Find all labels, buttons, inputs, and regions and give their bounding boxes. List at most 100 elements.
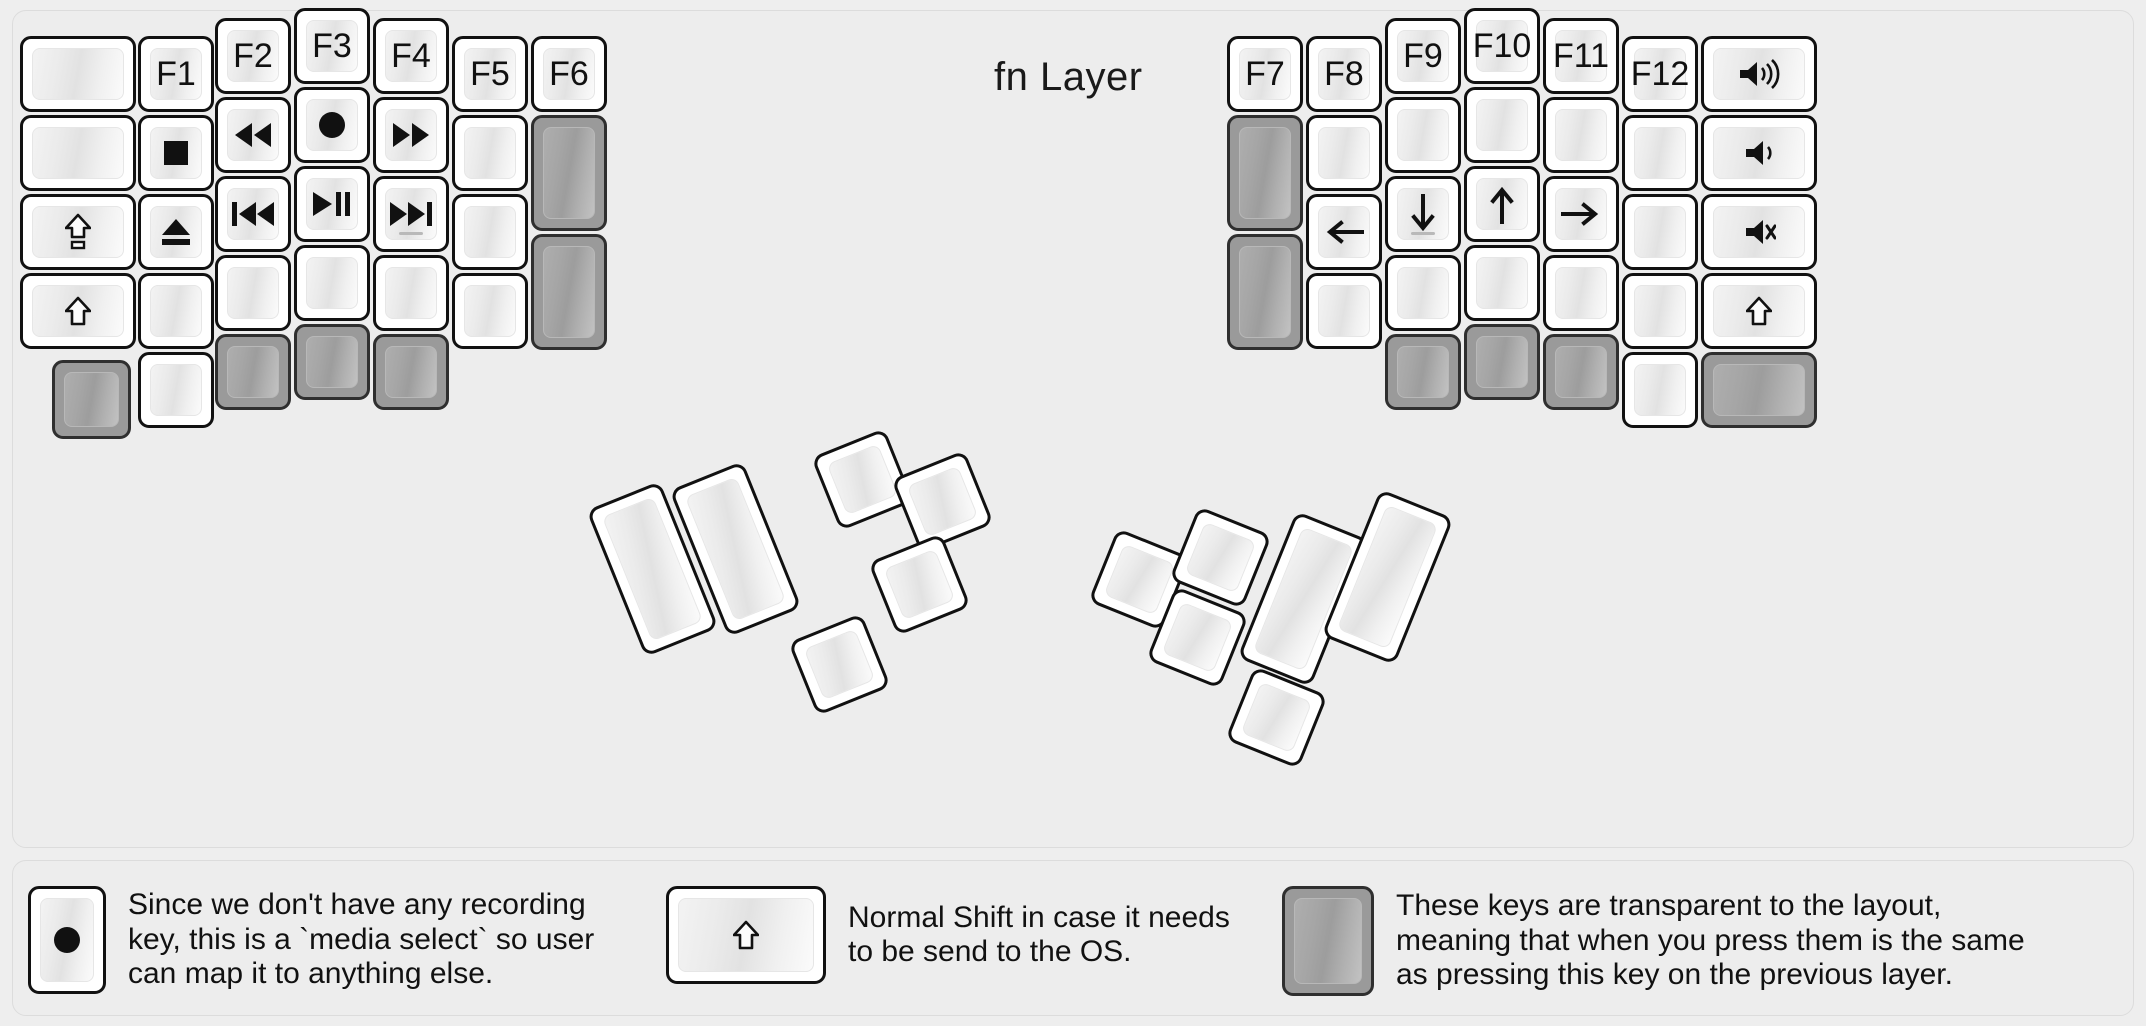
right-col-index-inner-key-2[interactable] [1306,194,1382,270]
legend-item-text-2: These keys are transparent to the layout… [1396,889,2025,992]
record-dot-icon [52,925,82,955]
left-col-ring-key-4[interactable] [215,334,291,410]
right-col-pinky-key-3[interactable] [1622,273,1698,349]
key-label: F9 [1403,37,1443,75]
right-col-middle-key-0[interactable]: F10 [1464,8,1540,84]
right-col-pinky-outer-key-2[interactable] [1701,194,1817,270]
right-col-inner-key-2[interactable] [1227,234,1303,350]
keycap-surface [306,257,358,309]
left-col-middle-key-0[interactable]: F3 [294,8,370,84]
keycap-surface: F6 [543,48,595,100]
right-col-index-key-2[interactable] [1385,176,1461,252]
left-col-pinky-key-0[interactable]: F1 [138,36,214,112]
left-col-pinky-key-2[interactable] [138,194,214,270]
right-col-ring-key-2[interactable] [1543,176,1619,252]
keycap-surface [1397,267,1449,319]
key-label: F3 [312,27,352,65]
right-col-pinky-key-0[interactable]: F12 [1622,36,1698,112]
keycap-surface [464,206,516,258]
right-col-index-key-0[interactable]: F9 [1385,18,1461,94]
media-stop-icon [163,140,189,166]
keycap-surface [40,898,94,982]
left-col-pinky-outer-key-2[interactable] [20,194,136,270]
right-col-pinky-key-2[interactable] [1622,194,1698,270]
left-col-index-inner-key-0[interactable]: F5 [452,36,528,112]
keycap-surface: F3 [306,20,358,72]
keycap-surface [1476,336,1528,388]
left-col-ring-key-1[interactable] [215,97,291,173]
key-label: F12 [1630,55,1690,93]
right-col-index-key-3[interactable] [1385,255,1461,331]
right-col-middle-key-1[interactable] [1464,87,1540,163]
left-col-pinky-key-4[interactable] [138,352,214,428]
right-col-index-key-4[interactable] [1385,334,1461,410]
left-col-index-inner-key-1[interactable] [452,115,528,191]
legend-sample-key-2 [1282,886,1374,996]
keycap-surface [1634,206,1686,258]
left-col-index-key-1[interactable] [373,97,449,173]
keycap-surface [543,127,595,219]
left-col-inner-key-1[interactable] [531,115,607,231]
right-col-index-inner-key-1[interactable] [1306,115,1382,191]
keycap-surface [1634,127,1686,179]
right-col-pinky-outer-key-4[interactable] [1701,352,1817,428]
extra-marker [1411,232,1435,235]
arrow-left-icon [1324,219,1364,245]
keycap-surface [803,628,876,701]
right-col-index-inner-key-0[interactable]: F8 [1306,36,1382,112]
left-col-pinky-key-3[interactable] [138,273,214,349]
keycap-surface: F2 [227,30,279,82]
left-col-index-inner-key-3[interactable] [452,273,528,349]
left-col-pinky-outer-key-1[interactable] [20,115,136,191]
right-col-middle-key-2[interactable] [1464,166,1540,242]
right-col-inner-key-1[interactable] [1227,115,1303,231]
left-col-pinky-outer-key-0[interactable] [20,36,136,112]
right-col-pinky-key-1[interactable] [1622,115,1698,191]
keycap-surface [826,443,899,516]
keycap-surface [1555,188,1607,240]
keycap-surface [1476,99,1528,151]
keycap-surface [1103,543,1176,616]
right-col-middle-key-4[interactable] [1464,324,1540,400]
right-col-pinky-key-4[interactable] [1622,352,1698,428]
keycap-surface [1318,127,1370,179]
keycap-surface [1318,206,1370,258]
key-label: F11 [1552,37,1610,75]
left-col-index-key-4[interactable] [373,334,449,410]
right-col-ring-key-1[interactable] [1543,97,1619,173]
left-col-middle-key-1[interactable] [294,87,370,163]
right-col-pinky-outer-key-0[interactable] [1701,36,1817,112]
right-col-ring-key-0[interactable]: F11 [1543,18,1619,94]
left-col-index-key-0[interactable]: F4 [373,18,449,94]
keycap-surface [1713,285,1805,337]
left-col-ring-key-3[interactable] [215,255,291,331]
left-col-ring-key-0[interactable]: F2 [215,18,291,94]
legend-item-1: Normal Shift in case it needs to be send… [666,886,1230,984]
left-col-middle-key-4[interactable] [294,324,370,400]
left-col-index-key-3[interactable] [373,255,449,331]
volume-up-icon [1736,59,1782,89]
keycap-surface: F10 [1473,20,1531,72]
left-col-ring-key-2[interactable] [215,176,291,252]
left-col-pinky-outer-key-3[interactable] [20,273,136,349]
media-prev-track-icon [230,200,276,228]
left-col-middle-key-3[interactable] [294,245,370,321]
left-col-middle-key-2[interactable] [294,166,370,242]
left-col-inner-key-0[interactable]: F6 [531,36,607,112]
right-col-index-inner-key-3[interactable] [1306,273,1382,349]
keycap-surface [227,188,279,240]
left-col-inner-key-2[interactable] [531,234,607,350]
right-col-inner-key-0[interactable]: F7 [1227,36,1303,112]
left-bottom-transparent-key[interactable] [52,360,131,439]
right-col-ring-key-3[interactable] [1543,255,1619,331]
right-col-ring-key-4[interactable] [1543,334,1619,410]
right-col-middle-key-3[interactable] [1464,245,1540,321]
keycap-surface: F11 [1552,30,1610,82]
right-col-pinky-outer-key-1[interactable] [1701,115,1817,191]
right-col-index-key-1[interactable] [1385,97,1461,173]
left-col-pinky-key-1[interactable] [138,115,214,191]
right-col-pinky-outer-key-3[interactable] [1701,273,1817,349]
keycap-surface: F9 [1397,30,1449,82]
left-col-index-inner-key-2[interactable] [452,194,528,270]
left-col-index-key-2[interactable] [373,176,449,252]
